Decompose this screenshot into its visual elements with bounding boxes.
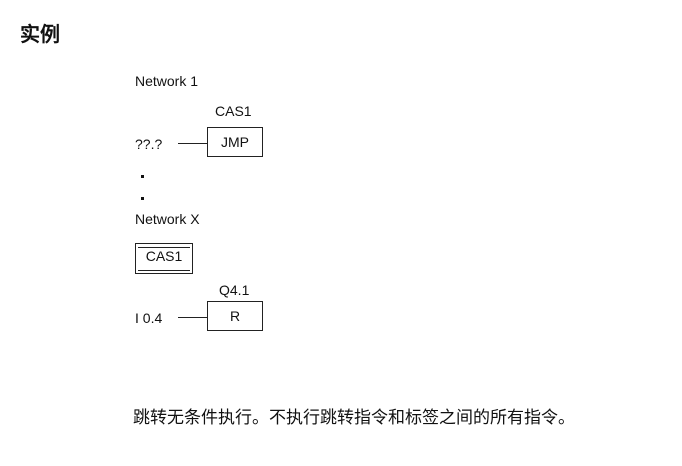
jump-target-label: CAS1 [215, 103, 252, 119]
reset-input-wire [178, 317, 207, 318]
jump-label-box: CAS1 [135, 243, 193, 274]
reset-input-operand: I 0.4 [135, 310, 163, 326]
network-1-title: Network 1 [135, 73, 199, 89]
reset-coil-operand: Q4.1 [219, 282, 250, 298]
ellipsis-dot [141, 197, 144, 200]
jump-input-operand: ??.? [135, 136, 163, 152]
network-x-title: Network X [135, 211, 200, 227]
reset-instruction-box: R [207, 301, 263, 331]
jump-input-wire [178, 143, 207, 144]
description-text: 跳转无条件执行。不执行跳转指令和标签之间的所有指令。 [133, 408, 575, 428]
jump-label-text: CAS1 [138, 247, 190, 271]
example-heading: 实例 [20, 22, 60, 46]
jmp-instruction-box: JMP [207, 127, 263, 157]
ellipsis-dot [141, 175, 144, 178]
